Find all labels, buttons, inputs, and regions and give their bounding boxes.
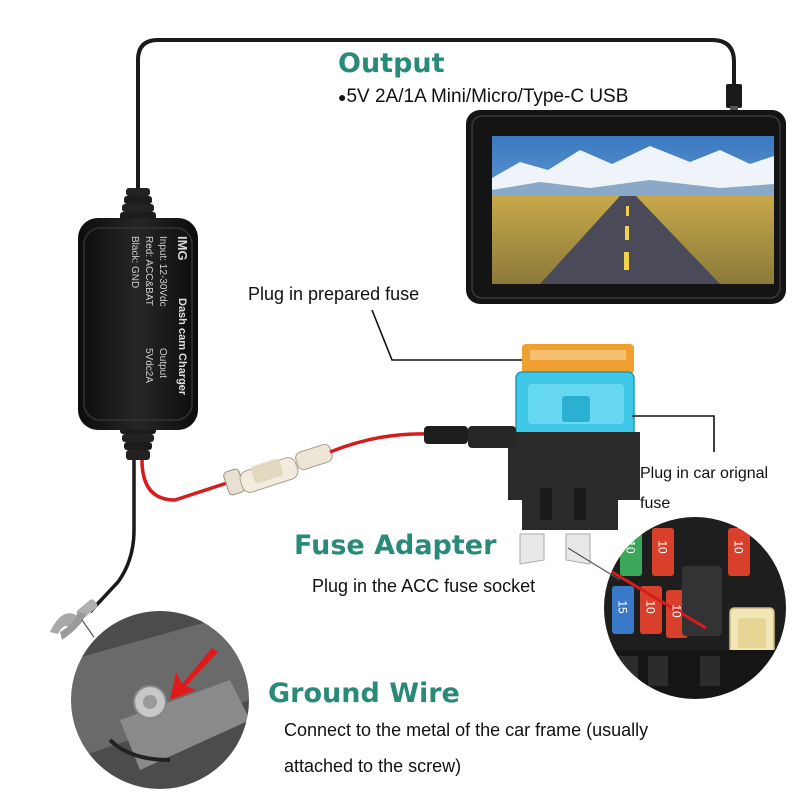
- prepared-fuse: [522, 344, 634, 374]
- fuse-label-1: 10: [623, 540, 638, 554]
- fuse-label-3: 10: [731, 540, 746, 554]
- output-spec: ●5V 2A/1A Mini/Micro/Type-C USB: [338, 86, 628, 108]
- charger-red: Red: ACC&BAT: [143, 236, 154, 306]
- inline-fuse-holder: [223, 443, 333, 496]
- charger-brand: IMG: [175, 236, 190, 261]
- charger-box: [78, 218, 198, 430]
- car-fuse-callout-line1: Plug in car orignal: [640, 465, 769, 482]
- bullet-icon: ●: [338, 88, 347, 105]
- car-fuse-callout-line2: fuse: [640, 495, 671, 512]
- fuse-label-5: 10: [643, 600, 658, 614]
- red-wire: [140, 459, 231, 502]
- fuse-adapter-description: Plug in the ACC fuse socket: [312, 576, 536, 596]
- car-fuse-leader: [632, 415, 715, 452]
- red-wire-to-adapter: [329, 432, 431, 454]
- fuse-label-2: 10: [655, 540, 670, 554]
- strain-relief-top: [120, 188, 156, 222]
- output-cable: [136, 38, 736, 198]
- charger-black: Black: GND: [129, 236, 140, 289]
- fusebox-callout-line: [567, 547, 621, 581]
- ground-wire-title: Ground Wire: [268, 678, 460, 709]
- fuse-adapter-title: Fuse Adapter: [294, 530, 497, 561]
- output-spec-text: 5V 2A/1A Mini/Micro/Type-C USB: [346, 86, 629, 107]
- black-ground-wire: [88, 460, 136, 614]
- prepared-fuse-leader: [371, 309, 522, 361]
- fusebox-inset-photo: [602, 515, 788, 701]
- ground-wire-description-line1: Connect to the metal of the car frame (u…: [284, 720, 649, 740]
- prepared-fuse-callout: Plug in prepared fuse: [248, 284, 420, 304]
- charger-output-value: 5Vdc2A: [143, 348, 154, 384]
- fuse-label-6: 10: [669, 604, 684, 618]
- usb-plug: [726, 84, 742, 108]
- ground-inset-photo: [69, 609, 251, 791]
- fuse-adapter: [468, 426, 640, 565]
- charger-input: Input: 12-30Vdc: [157, 236, 168, 307]
- fork-terminal: [50, 599, 98, 640]
- ground-wire-description-line2: attached to the screw): [284, 756, 462, 776]
- charger-output-label: Output: [157, 348, 168, 379]
- output-title: Output: [338, 48, 445, 79]
- dashcam-screen: [492, 136, 774, 284]
- fuse-label-4: 15: [615, 600, 630, 614]
- car-fuse: [515, 371, 635, 439]
- charger-name: Dash cam Charger: [176, 298, 188, 396]
